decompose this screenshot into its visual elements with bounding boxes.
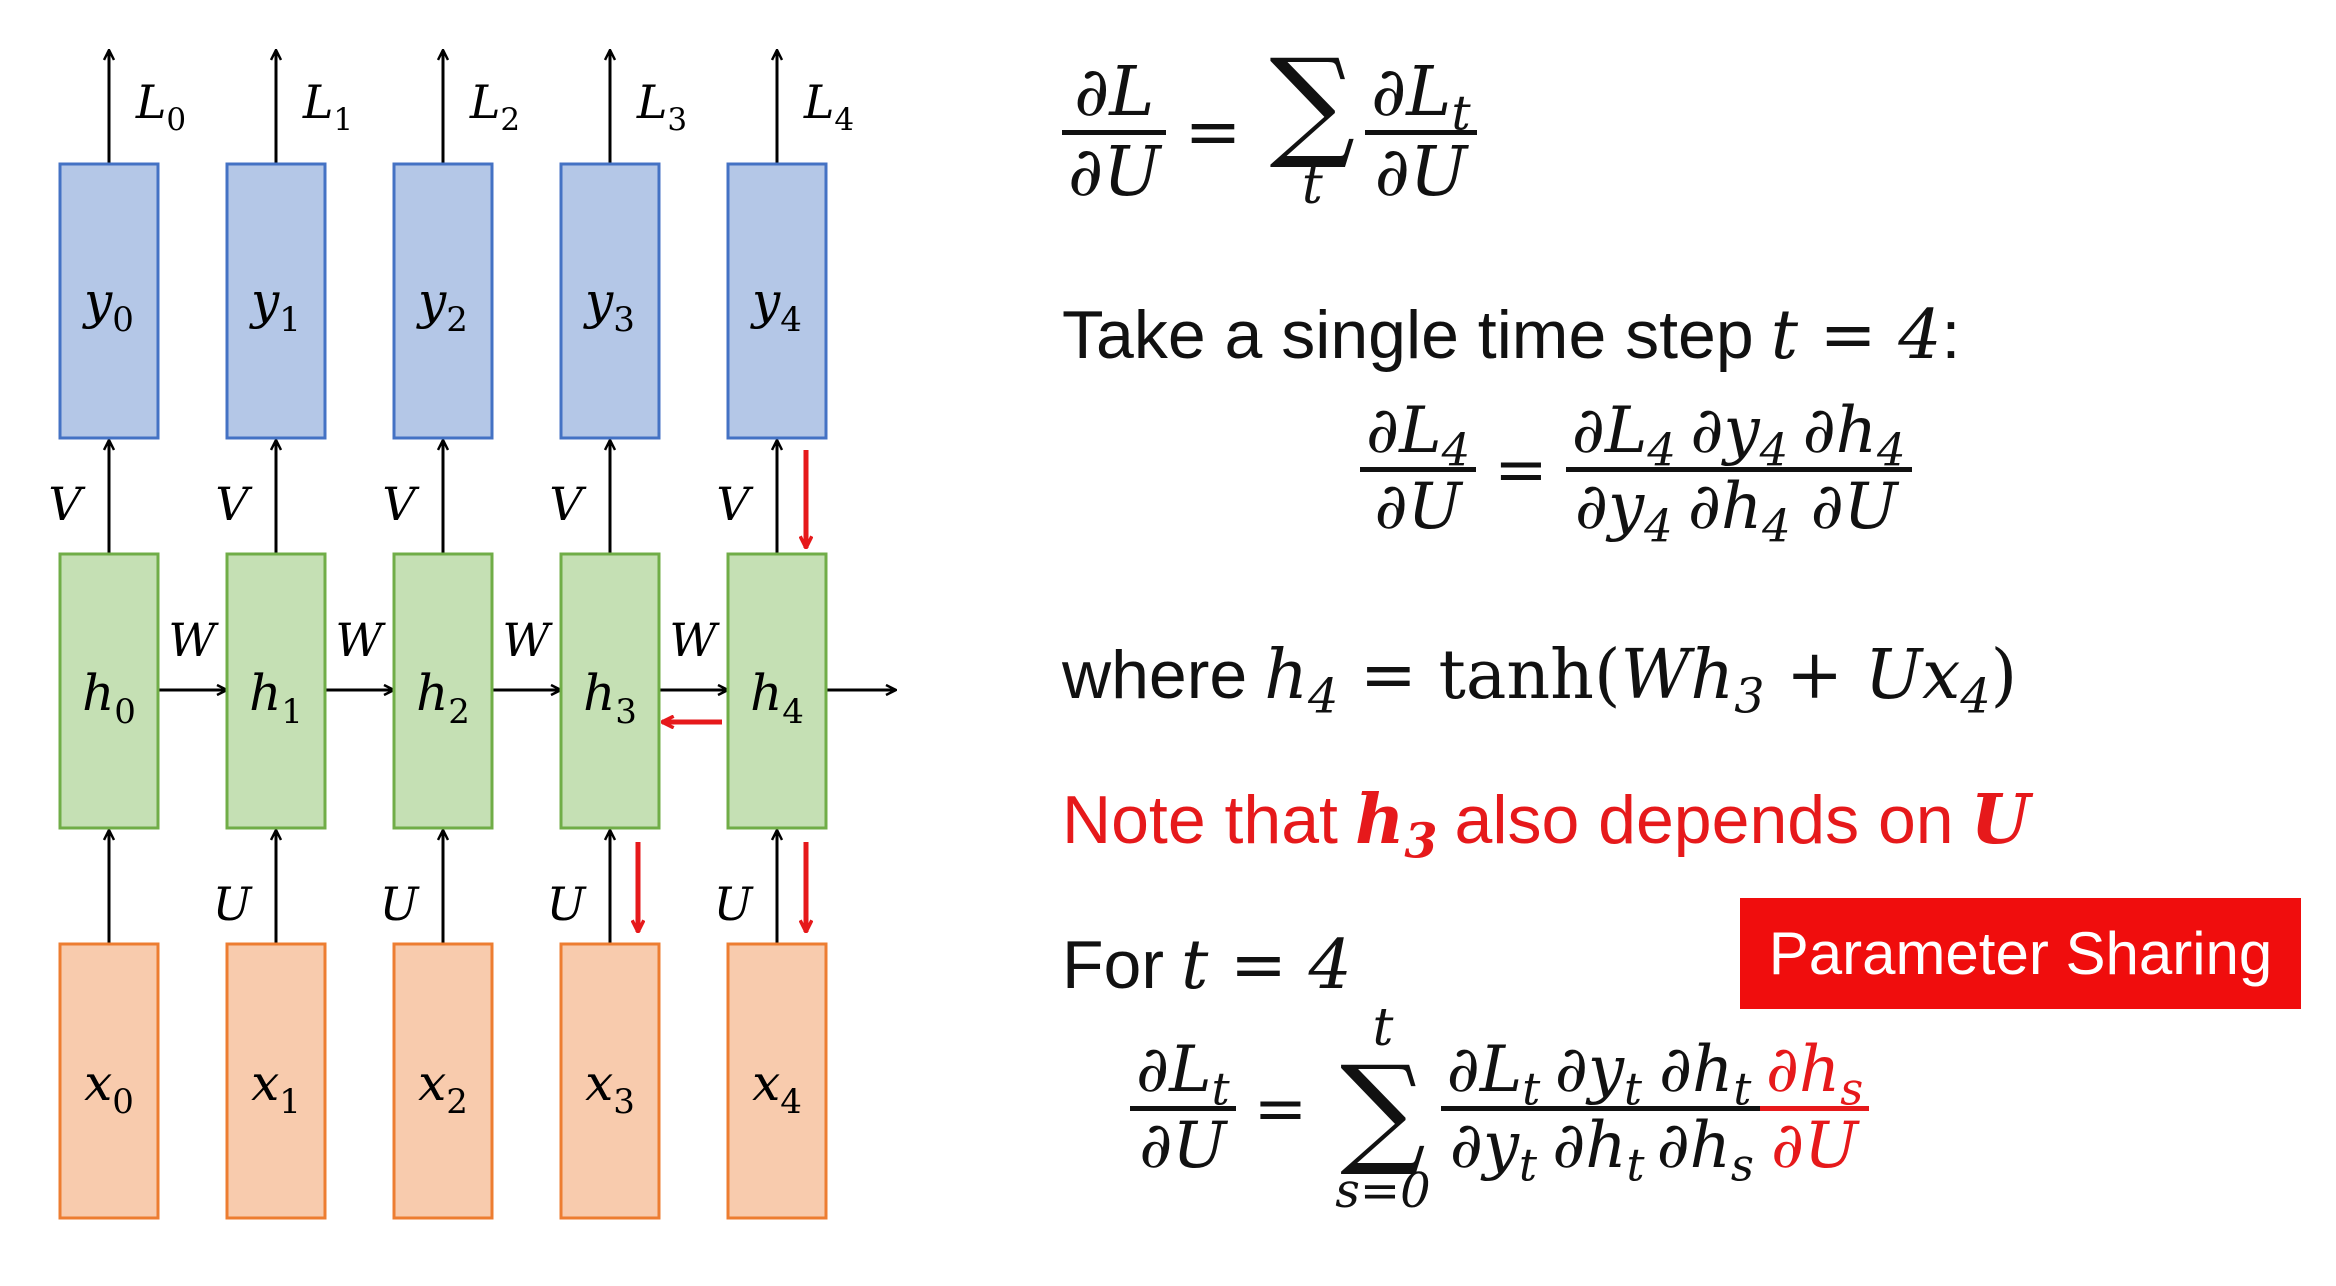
hidden-box-1	[225, 552, 327, 830]
loss-label-2: L2	[469, 75, 520, 138]
take-single-step-line: Take a single time step t = 4:	[1062, 296, 1961, 375]
input-label-3: x3	[585, 1054, 635, 1122]
sharing-term-3: ∂ht∂hs	[1650, 1037, 1760, 1188]
chain-term-1: ∂L4∂y4	[1565, 397, 1682, 549]
sharing-sum: t∑s=0	[1335, 998, 1431, 1220]
v-label-1: V	[215, 477, 253, 531]
chain-term-2: ∂y4∂h4	[1681, 397, 1797, 549]
backprop-arrows	[638, 450, 806, 932]
total-sum-index: t	[1301, 156, 1323, 216]
output-box-1	[225, 162, 327, 440]
unit-boxes	[58, 162, 828, 1220]
input-label-0: x0	[84, 1054, 134, 1122]
input-box-1	[225, 942, 327, 1220]
chain-lhs-fraction: ∂L4 ∂U	[1360, 397, 1477, 541]
sharing-sum-lower: s=0	[1335, 1163, 1431, 1220]
output-label-4: y4	[750, 272, 802, 340]
output-box-2	[392, 162, 494, 440]
loss-label-1: L1	[302, 75, 353, 138]
total-lhs-num: ∂L	[1074, 52, 1155, 132]
total-rhs-den: ∂U	[1374, 133, 1468, 213]
output-label-3: y3	[583, 272, 635, 340]
hidden-label-2: h2	[416, 664, 470, 732]
v-label-3: V	[549, 477, 587, 531]
output-box-4	[726, 162, 828, 440]
w-label-1: W	[335, 613, 386, 667]
chain-rule-equation: ∂L4 ∂U = ∂L4∂y4 ∂y4∂h4 ∂h4∂U	[1360, 397, 1912, 549]
input-label-1: x1	[251, 1054, 301, 1122]
total-sum: ∑t	[1269, 34, 1356, 216]
hidden-box-3	[559, 552, 661, 830]
sharing-lhs-fraction: ∂Lt∂U	[1130, 1037, 1236, 1180]
take-math: t = 4	[1770, 296, 1942, 375]
input-box-0	[58, 942, 160, 1220]
where-math: h4 = tanh(Wh3 + Ux4)	[1264, 636, 2018, 725]
v-label-4: V	[716, 477, 754, 531]
output-box-3	[559, 162, 661, 440]
u-label-2: U	[380, 877, 421, 931]
total-rhs-num: ∂Lt	[1371, 52, 1471, 141]
input-box-2	[392, 942, 494, 1220]
u-label-3: U	[547, 877, 588, 931]
hidden-label-3: h3	[583, 664, 637, 732]
chain-term-3: ∂h4∂U	[1796, 397, 1912, 541]
v-label-2: V	[382, 477, 420, 531]
for-math: t = 4	[1181, 926, 1352, 1005]
hidden-label-0: h0	[82, 664, 136, 732]
sharing-sum-upper: t	[1372, 998, 1394, 1058]
for-text: For	[1062, 927, 1164, 1003]
note-line: Note that h3 also depends on U	[1062, 780, 2030, 870]
take-text: Take a single time step	[1062, 297, 1754, 373]
w-label-3: W	[669, 613, 720, 667]
note-text-2: also depends on	[1454, 782, 1954, 858]
hidden-update-line: where h4 = tanh(Wh3 + Ux4)	[1062, 636, 2018, 725]
for-line: For t = 4	[1062, 926, 1352, 1005]
total-lhs-fraction: ∂L ∂U	[1062, 52, 1167, 213]
input-box-3	[559, 942, 661, 1220]
output-label-0: y0	[82, 272, 134, 340]
input-box-4	[726, 942, 828, 1220]
sharing-sum-equation: ∂Lt∂U =t∑s=0 ∂Lt∂yt ∂yt∂ht ∂ht∂hs ∂hs∂U	[1130, 998, 1870, 1220]
sharing-term-2: ∂yt∂ht	[1546, 1037, 1651, 1188]
note-u: U	[1970, 780, 2030, 860]
w-label-0: W	[168, 613, 219, 667]
total-lhs-den: ∂U	[1068, 133, 1161, 213]
loss-label-3: L3	[636, 75, 687, 138]
note-h3: h3	[1354, 780, 1438, 870]
hidden-label-4: h4	[750, 664, 804, 732]
hidden-box-4	[726, 552, 828, 830]
where-text: where	[1062, 637, 1248, 713]
w-label-2: W	[502, 613, 553, 667]
input-label-4: x4	[752, 1054, 802, 1122]
hidden-box-0	[58, 552, 160, 830]
total-rhs-fraction: ∂Lt ∂U	[1365, 52, 1477, 213]
hidden-label-1: h1	[249, 664, 303, 732]
output-label-1: y1	[249, 272, 301, 340]
sharing-term-1: ∂Lt∂yt	[1440, 1037, 1547, 1188]
output-label-2: y2	[416, 272, 468, 340]
note-text-1: Note that	[1062, 782, 1338, 858]
output-box-0	[58, 162, 160, 440]
loss-label-4: L4	[803, 75, 854, 138]
v-label-0: V	[48, 477, 86, 531]
total-gradient-equation: ∂L ∂U =∑t ∂Lt ∂U	[1062, 34, 1477, 216]
hidden-box-2	[392, 552, 494, 830]
u-label-4: U	[714, 877, 755, 931]
sharing-term-4: ∂hs∂U	[1759, 1037, 1870, 1180]
u-label-1: U	[213, 877, 254, 931]
loss-label-0: L0	[135, 75, 186, 138]
connection-arrows	[109, 50, 896, 944]
parameter-sharing-badge: Parameter Sharing	[1740, 898, 2301, 1009]
input-label-2: x2	[418, 1054, 468, 1122]
